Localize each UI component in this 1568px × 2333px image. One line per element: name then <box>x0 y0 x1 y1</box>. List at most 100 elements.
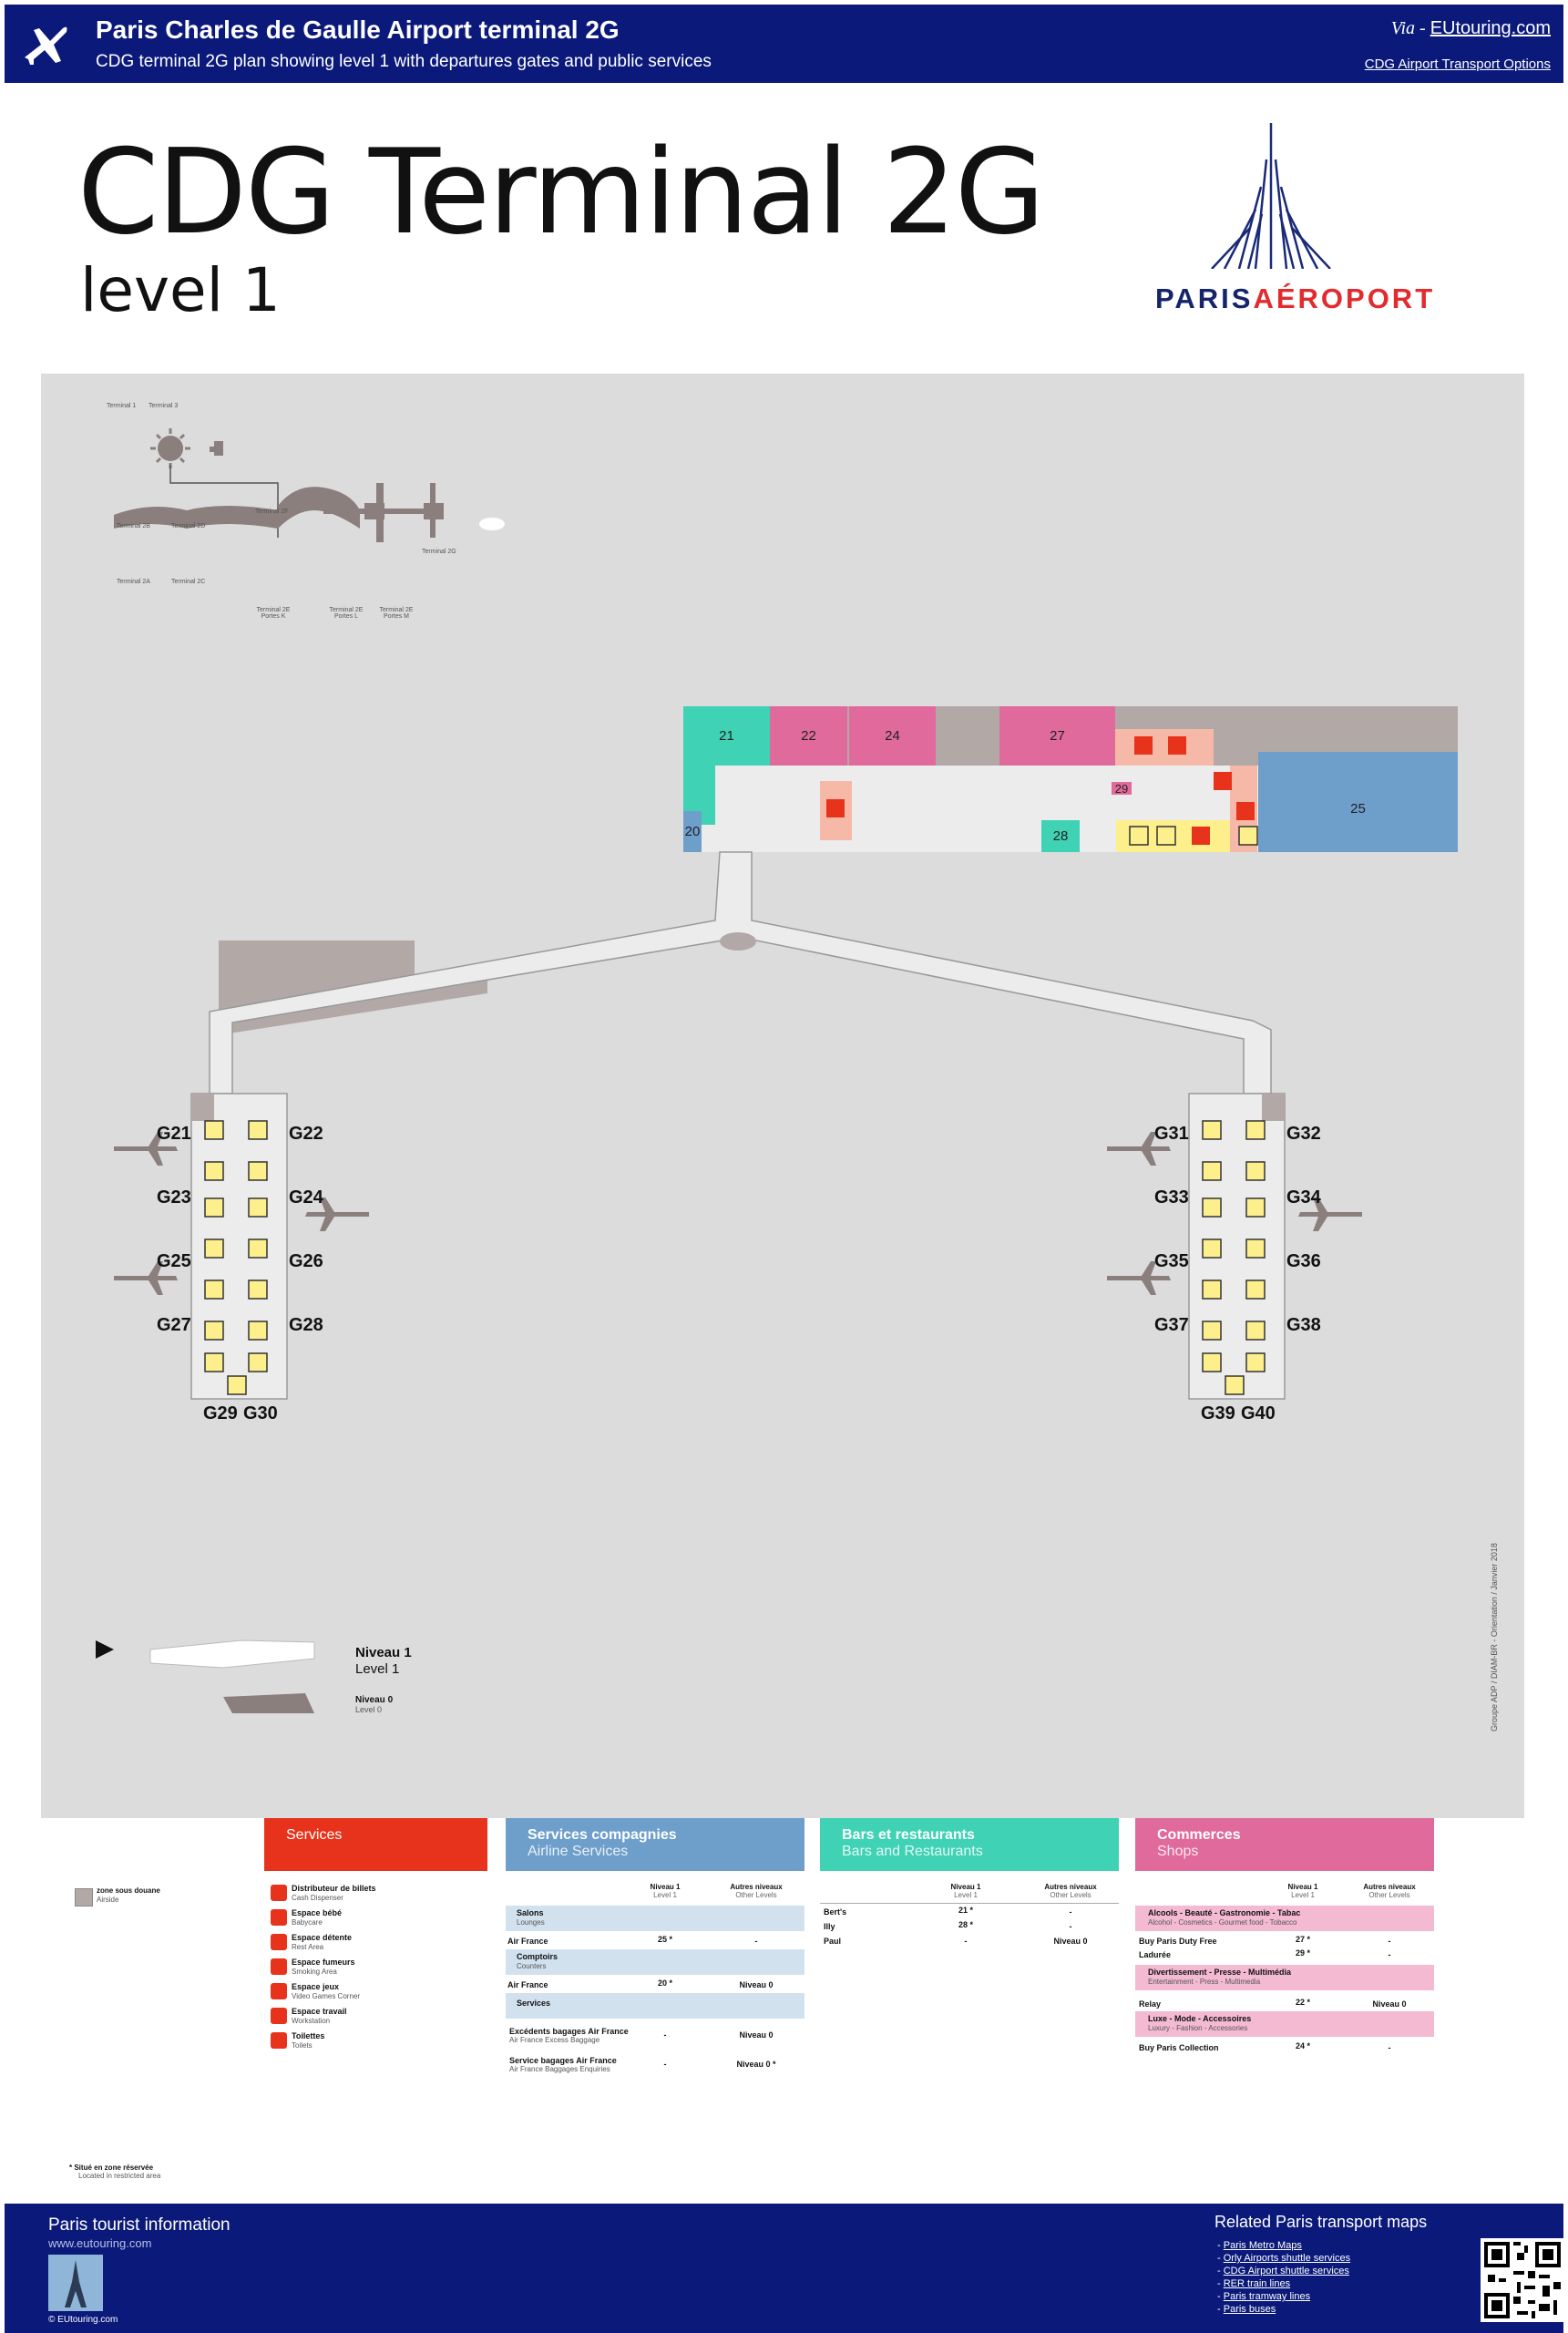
bars-row-illy-other: - <box>1069 1922 1072 1931</box>
shops-header: Commerces Shops <box>1135 1818 1434 1871</box>
gate-g30[interactable]: G30 <box>243 1403 278 1423</box>
related-link-rer-label[interactable]: RER train lines <box>1223 2278 1291 2289</box>
gate-g40[interactable]: G40 <box>1241 1403 1276 1423</box>
gate-g36[interactable]: G36 <box>1286 1251 1321 1271</box>
bars-row-berts-other: - <box>1069 1907 1072 1917</box>
footer-bar: Paris tourist information www.eutouring.… <box>5 2204 1564 2333</box>
shop-row-dutyfree-other: - <box>1388 1937 1391 1946</box>
service-cash-en: Cash Dispenser <box>292 1894 343 1902</box>
bars-row-berts-name: Bert's <box>824 1907 847 1917</box>
related-link-metro-label[interactable]: Paris Metro Maps <box>1223 2240 1302 2251</box>
zone-24[interactable]: 24 <box>885 728 900 744</box>
lounges-section <box>506 1906 804 1931</box>
gate-g31[interactable]: G31 <box>1154 1124 1189 1144</box>
mini-label-terminal-2e-l: Terminal 2E Portes L <box>329 607 364 620</box>
related-link-bus[interactable]: - Paris buses <box>1217 2304 1276 2315</box>
service-workstation-fr: Espace travail <box>292 2007 347 2016</box>
smoking-area-icon <box>271 1958 287 1975</box>
gate-g23[interactable]: G23 <box>157 1187 191 1208</box>
related-link-cdg[interactable]: - CDG Airport shuttle services <box>1217 2266 1349 2276</box>
gate-g32[interactable]: G32 <box>1286 1124 1321 1144</box>
zone-29[interactable]: 29 <box>1114 781 1129 796</box>
shops-title-en: Shops <box>1157 1844 1199 1859</box>
service-smoking-en: Smoking Area <box>292 1968 337 1976</box>
shops-col2-en: Other Levels <box>1368 1891 1410 1899</box>
gate-g37[interactable]: G37 <box>1154 1315 1189 1335</box>
gate-g25[interactable]: G25 <box>157 1251 191 1271</box>
brand-part-aeroport: AÉROPORT <box>1253 283 1436 314</box>
qr-code[interactable] <box>1481 2238 1564 2322</box>
bars-col2-en: Other Levels <box>1050 1891 1091 1899</box>
airline-title-en: Airline Services <box>528 1844 629 1859</box>
airline-header: Services compagnies Airline Services <box>506 1818 804 1871</box>
related-link-metro[interactable]: - Paris Metro Maps <box>1217 2240 1302 2251</box>
bars-row-paul-name: Paul <box>824 1937 842 1946</box>
gate-g27[interactable]: G27 <box>157 1315 191 1335</box>
service-babycare-en: Babycare <box>292 1918 323 1927</box>
footer-info-url[interactable]: www.eutouring.com <box>48 2236 152 2250</box>
related-link-orly[interactable]: - Orly Airports shuttle services <box>1217 2253 1351 2264</box>
bars-header: Bars et restaurants Bars and Restaurants <box>820 1818 1119 1871</box>
workstation-icon <box>271 2008 287 2024</box>
zone-21[interactable]: 21 <box>719 728 734 744</box>
shop-row-relay-name: Relay <box>1139 1999 1162 2009</box>
site-title: Paris Charles de Gaulle Airport terminal… <box>96 15 620 44</box>
counter-row-other: Niveau 0 <box>739 1980 774 1989</box>
mini-label-terminal-3: Terminal 3 <box>149 403 179 409</box>
zone-25[interactable]: 25 <box>1350 801 1366 817</box>
service-games-fr: Espace jeux <box>292 1982 340 1991</box>
gate-g39[interactable]: G39 <box>1201 1403 1235 1423</box>
gate-g29[interactable]: G29 <box>203 1403 238 1423</box>
related-link-orly-label[interactable]: Orly Airports shuttle services <box>1223 2253 1351 2264</box>
excess-baggage-other: Niveau 0 <box>739 2030 774 2040</box>
gate-g24[interactable]: G24 <box>289 1187 323 1208</box>
services-header: Services <box>264 1818 487 1871</box>
zone-20[interactable]: 20 <box>684 824 701 839</box>
bars-row-berts-lvl1: 21 * <box>958 1906 973 1915</box>
related-link-cdg-label[interactable]: CDG Airport shuttle services <box>1223 2266 1349 2276</box>
lounges-fr: Salons <box>517 1908 544 1917</box>
related-link-tram-label[interactable]: Paris tramway lines <box>1223 2291 1311 2302</box>
counters-en: Counters <box>517 1962 547 1970</box>
related-link-rer[interactable]: - RER train lines <box>1217 2278 1291 2289</box>
gate-g26[interactable]: G26 <box>289 1251 323 1271</box>
airline-col1-fr: Niveau 1 <box>650 1883 681 1891</box>
service-cash-fr: Distributeur de billets <box>292 1884 376 1893</box>
eutouring-link[interactable]: EUtouring.com <box>1430 18 1551 38</box>
bars-col2-fr: Autres niveaux <box>1044 1883 1097 1891</box>
gate-g33[interactable]: G33 <box>1154 1187 1189 1208</box>
site-subtitle: CDG terminal 2G plan showing level 1 wit… <box>96 52 712 71</box>
shop-row-relay-lvl1: 22 * <box>1295 1998 1310 2007</box>
level-indicator-niveau1: Niveau 1 <box>355 1645 412 1660</box>
bars-col1-en: Level 1 <box>954 1891 978 1899</box>
bars-title-en: Bars and Restaurants <box>842 1844 983 1859</box>
transport-options-link[interactable]: CDG Airport Transport Options <box>1364 57 1551 72</box>
shop-row-laduree-other: - <box>1388 1950 1391 1959</box>
service-toilets-en: Toilets <box>292 2041 313 2050</box>
zone-28[interactable]: 28 <box>1052 828 1069 844</box>
video-games-icon <box>271 1983 287 1999</box>
baggage-enquiries-sub: Air France Baggages Enquiries <box>509 2065 610 2073</box>
excess-baggage-sub: Air France Excess Baggage <box>509 2036 600 2044</box>
airside-label-en: Airside <box>97 1896 119 1904</box>
gate-g38[interactable]: G38 <box>1286 1315 1321 1335</box>
zone-22[interactable]: 22 <box>801 728 816 744</box>
related-link-bus-label[interactable]: Paris buses <box>1223 2304 1276 2315</box>
shop-row-dutyfree-name: Buy Paris Duty Free <box>1139 1937 1217 1946</box>
shop-row-relay-other: Niveau 0 <box>1372 1999 1407 2009</box>
shop-row-laduree-name: Ladurée <box>1139 1950 1172 1959</box>
mini-label-terminal-2c: Terminal 2C <box>171 579 206 585</box>
related-link-tram[interactable]: - Paris tramway lines <box>1217 2291 1311 2302</box>
gate-g21[interactable]: G21 <box>157 1124 191 1144</box>
gate-g35[interactable]: G35 <box>1154 1251 1189 1271</box>
gate-g22[interactable]: G22 <box>289 1124 323 1144</box>
zone-27[interactable]: 27 <box>1050 728 1065 744</box>
gate-g28[interactable]: G28 <box>289 1315 323 1335</box>
shops-cat3-section <box>1135 2011 1434 2037</box>
mini-label-terminal-2e-k: Terminal 2E Portes K <box>256 607 291 620</box>
gate-g34[interactable]: G34 <box>1286 1187 1321 1208</box>
shops-col2-fr: Autres niveaux <box>1363 1883 1416 1891</box>
